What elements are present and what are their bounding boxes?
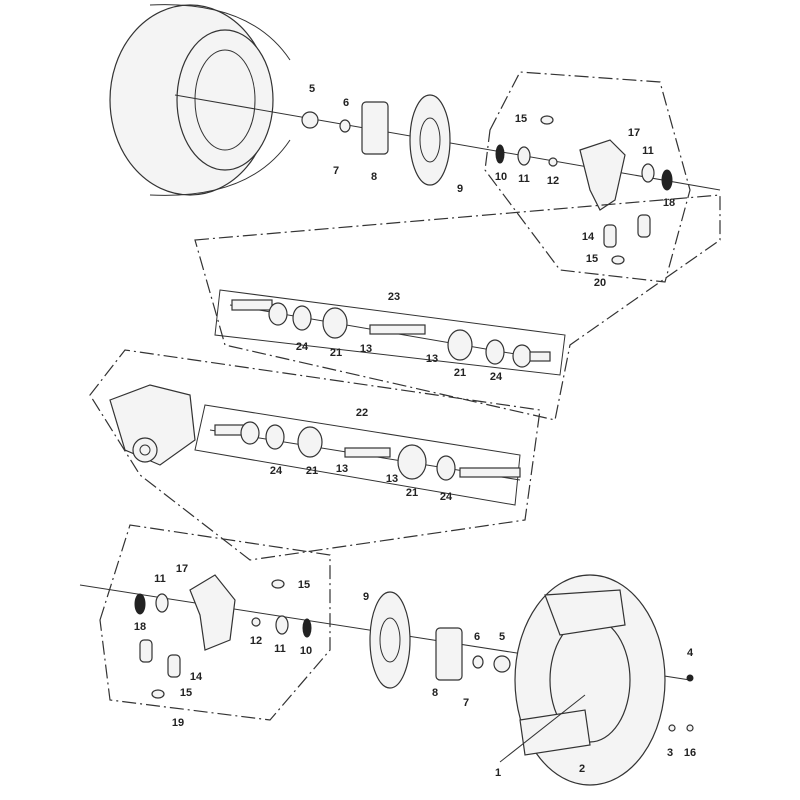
shaft-22-outline <box>89 349 541 561</box>
callout-4: 4 <box>687 647 694 659</box>
callout-6: 6 <box>343 97 349 109</box>
callout-21: 21 <box>306 465 318 477</box>
shaft-22-inner-box <box>194 404 521 506</box>
callout-15: 15 <box>180 687 192 699</box>
part-6-washer <box>339 119 351 133</box>
callout-9: 9 <box>363 591 369 603</box>
top-tire <box>109 4 291 196</box>
callout-3: 3 <box>667 747 673 759</box>
callout-15: 15 <box>298 579 310 591</box>
callout-7: 7 <box>463 697 469 709</box>
callout-11: 11 <box>518 173 530 185</box>
shaft-23-inner-box <box>214 289 566 376</box>
callout-24: 24 <box>490 371 503 383</box>
shaft-23-boot-left <box>322 307 348 339</box>
bottom-knuckle <box>189 574 236 651</box>
callout-23: 23 <box>388 291 400 303</box>
callout-24: 24 <box>440 491 453 503</box>
top-knuckle <box>579 139 626 211</box>
part-11-bearing <box>517 146 531 166</box>
callout-15: 15 <box>586 253 598 265</box>
callout-16: 16 <box>684 747 696 759</box>
callout-14: 14 <box>582 231 595 243</box>
callout-5: 5 <box>309 83 315 95</box>
part-18-seal-b <box>134 593 146 615</box>
part-15-cap-top <box>540 115 554 125</box>
part-11-bearing-b <box>641 163 655 183</box>
callout-11: 11 <box>642 145 654 157</box>
callout-5: 5 <box>499 631 505 643</box>
shaft-22-boot-left <box>297 426 323 458</box>
callout-13: 13 <box>426 353 438 365</box>
differential <box>109 384 196 466</box>
callout-20: 20 <box>594 277 606 289</box>
callout-1: 1 <box>495 767 501 779</box>
callout-13: 13 <box>360 343 372 355</box>
callout-19: 19 <box>172 717 184 729</box>
part-15-cap <box>611 255 625 265</box>
callout-8: 8 <box>432 687 438 699</box>
part-12 <box>548 157 558 167</box>
callout-12: 12 <box>547 175 559 187</box>
part-9-brake-disc-b <box>369 591 411 689</box>
callout-10: 10 <box>300 645 312 657</box>
callout-9: 9 <box>457 183 463 195</box>
part-9-brake-disc <box>409 94 451 186</box>
part-10-seal <box>495 144 505 164</box>
callout-21: 21 <box>454 367 466 379</box>
callout-11: 11 <box>274 643 286 655</box>
callout-24: 24 <box>296 341 309 353</box>
callout-17: 17 <box>176 563 188 575</box>
callout-15: 15 <box>515 113 527 125</box>
part-5-nut <box>301 111 319 129</box>
callout-11: 11 <box>154 573 166 585</box>
callout-17: 17 <box>628 127 640 139</box>
bottom-knuckle-group-outline <box>99 524 331 721</box>
callout-2: 2 <box>579 763 585 775</box>
callout-10: 10 <box>495 171 507 183</box>
part-14-bushing-b <box>637 214 651 238</box>
part-8-hub <box>361 101 389 155</box>
shaft-23-outline <box>194 194 721 421</box>
callout-22: 22 <box>356 407 368 419</box>
callout-13: 13 <box>336 463 348 475</box>
callout-21: 21 <box>406 487 418 499</box>
callout-7: 7 <box>333 165 339 177</box>
callout-21: 21 <box>330 347 342 359</box>
part-14-bushing <box>603 224 617 248</box>
shaft-22-boot-right <box>397 444 427 480</box>
top-knuckle-group-outline <box>484 71 691 283</box>
callout-18: 18 <box>663 197 675 209</box>
callout-18: 18 <box>134 621 146 633</box>
callout-8: 8 <box>371 171 377 183</box>
shaft-23-end-left <box>231 299 273 311</box>
callout-24: 24 <box>270 465 283 477</box>
shaft-23-boot-right <box>447 329 473 361</box>
part-18-seal <box>661 169 673 191</box>
bottom-tire <box>514 574 666 786</box>
callout-6: 6 <box>474 631 480 643</box>
callout-12: 12 <box>250 635 262 647</box>
callout-13: 13 <box>386 473 398 485</box>
callout-14: 14 <box>190 671 203 683</box>
